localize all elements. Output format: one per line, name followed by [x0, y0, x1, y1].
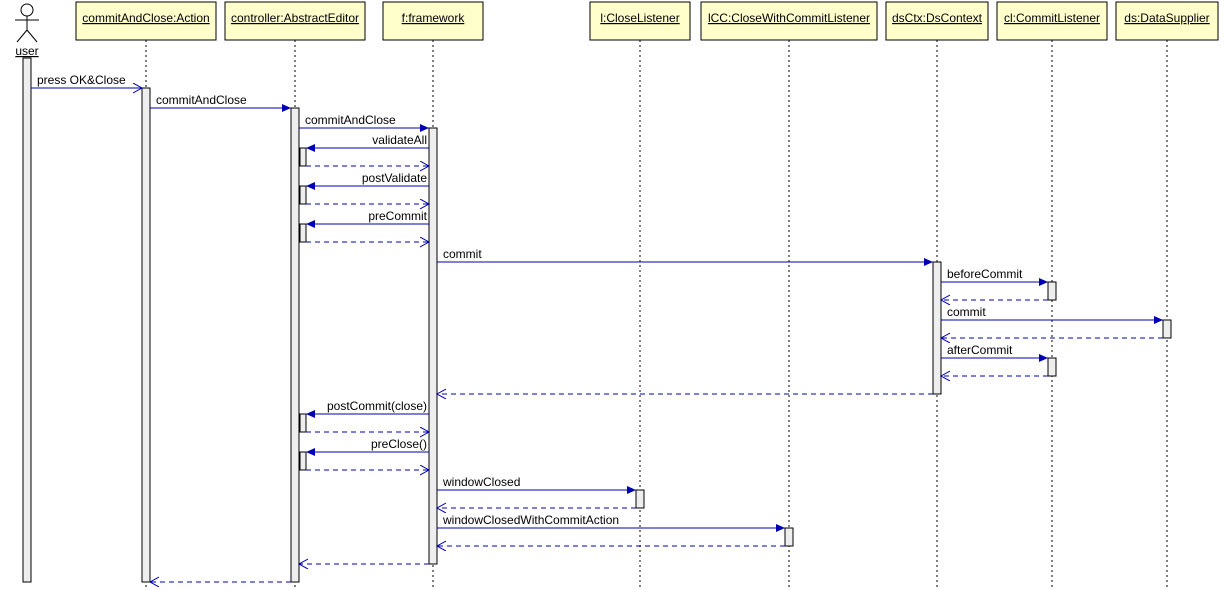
activation-controller-postvalidate — [299, 185, 307, 205]
message-label: postCommit(close) — [327, 399, 427, 413]
activation-data-supplier — [1162, 319, 1172, 339]
participant-label: f:framework — [402, 11, 466, 25]
activation-commit-listener-before — [1047, 281, 1057, 301]
activation-user — [22, 57, 32, 583]
participant-box — [382, 1, 484, 41]
message-label: preClose() — [371, 437, 427, 451]
participant-box — [700, 1, 878, 41]
activation-icc — [784, 527, 794, 547]
activation-close-listener — [635, 489, 645, 509]
activation-framework — [428, 127, 438, 565]
participant-commit-listener: cl:CommitListener — [996, 1, 1108, 41]
message-label: windowClosedWithCommitAction — [442, 513, 619, 527]
message-label: beforeCommit — [947, 267, 1023, 281]
participant-label: dsCtx:DsContext — [892, 11, 983, 25]
message-label: validateAll — [372, 133, 427, 147]
participant-action: commitAndClose:Action — [75, 1, 217, 41]
participant-box — [589, 1, 691, 41]
participant-label: lCC:CloseWithCommitListener — [708, 11, 870, 25]
activation-controller-postcommit — [299, 413, 307, 433]
participant-box — [75, 1, 217, 41]
activation-controller-validate — [299, 147, 307, 167]
activation-controller-precommit — [299, 223, 307, 243]
activation-controller-preclose — [299, 451, 307, 471]
messages: press OK&Close commitAndClose commitAndClo… — [31, 73, 1163, 582]
participant-label: cl:CommitListener — [1004, 11, 1100, 25]
participant-dsctx: dsCtx:DsContext — [885, 1, 989, 41]
message-label: afterCommit — [947, 343, 1013, 357]
activation-action — [141, 87, 151, 583]
message-label: commit — [443, 247, 482, 261]
participant-box — [885, 1, 989, 41]
message-label: commit — [947, 305, 986, 319]
actor-label: user — [15, 44, 38, 58]
activation-dsctx — [932, 261, 942, 395]
participant-label: commitAndClose:Action — [82, 11, 209, 25]
participant-label: controller:AbstractEditor — [231, 11, 359, 25]
participant-box — [996, 1, 1108, 41]
participant-controller: controller:AbstractEditor — [224, 1, 366, 41]
message-label: commitAndClose — [305, 113, 396, 127]
actor-user: user — [15, 3, 39, 58]
message-label: preCommit — [368, 209, 427, 223]
message-label: windowClosed — [442, 475, 520, 489]
participant-data-supplier: ds:DataSupplier — [1115, 1, 1219, 41]
participant-close-listener: l:CloseListener — [589, 1, 691, 41]
message-label: postValidate — [362, 171, 427, 185]
participant-framework: f:framework — [382, 1, 484, 41]
activation-commit-listener-after — [1047, 357, 1057, 377]
stick-figure-icon — [15, 3, 39, 43]
participant-label: l:CloseListener — [600, 11, 679, 25]
participant-box — [224, 1, 366, 41]
message-label: press OK&Close — [37, 73, 126, 87]
participant-icc: lCC:CloseWithCommitListener — [700, 1, 878, 41]
message-label: commitAndClose — [156, 93, 247, 107]
activation-controller — [290, 107, 300, 583]
participant-label: ds:DataSupplier — [1124, 11, 1209, 25]
